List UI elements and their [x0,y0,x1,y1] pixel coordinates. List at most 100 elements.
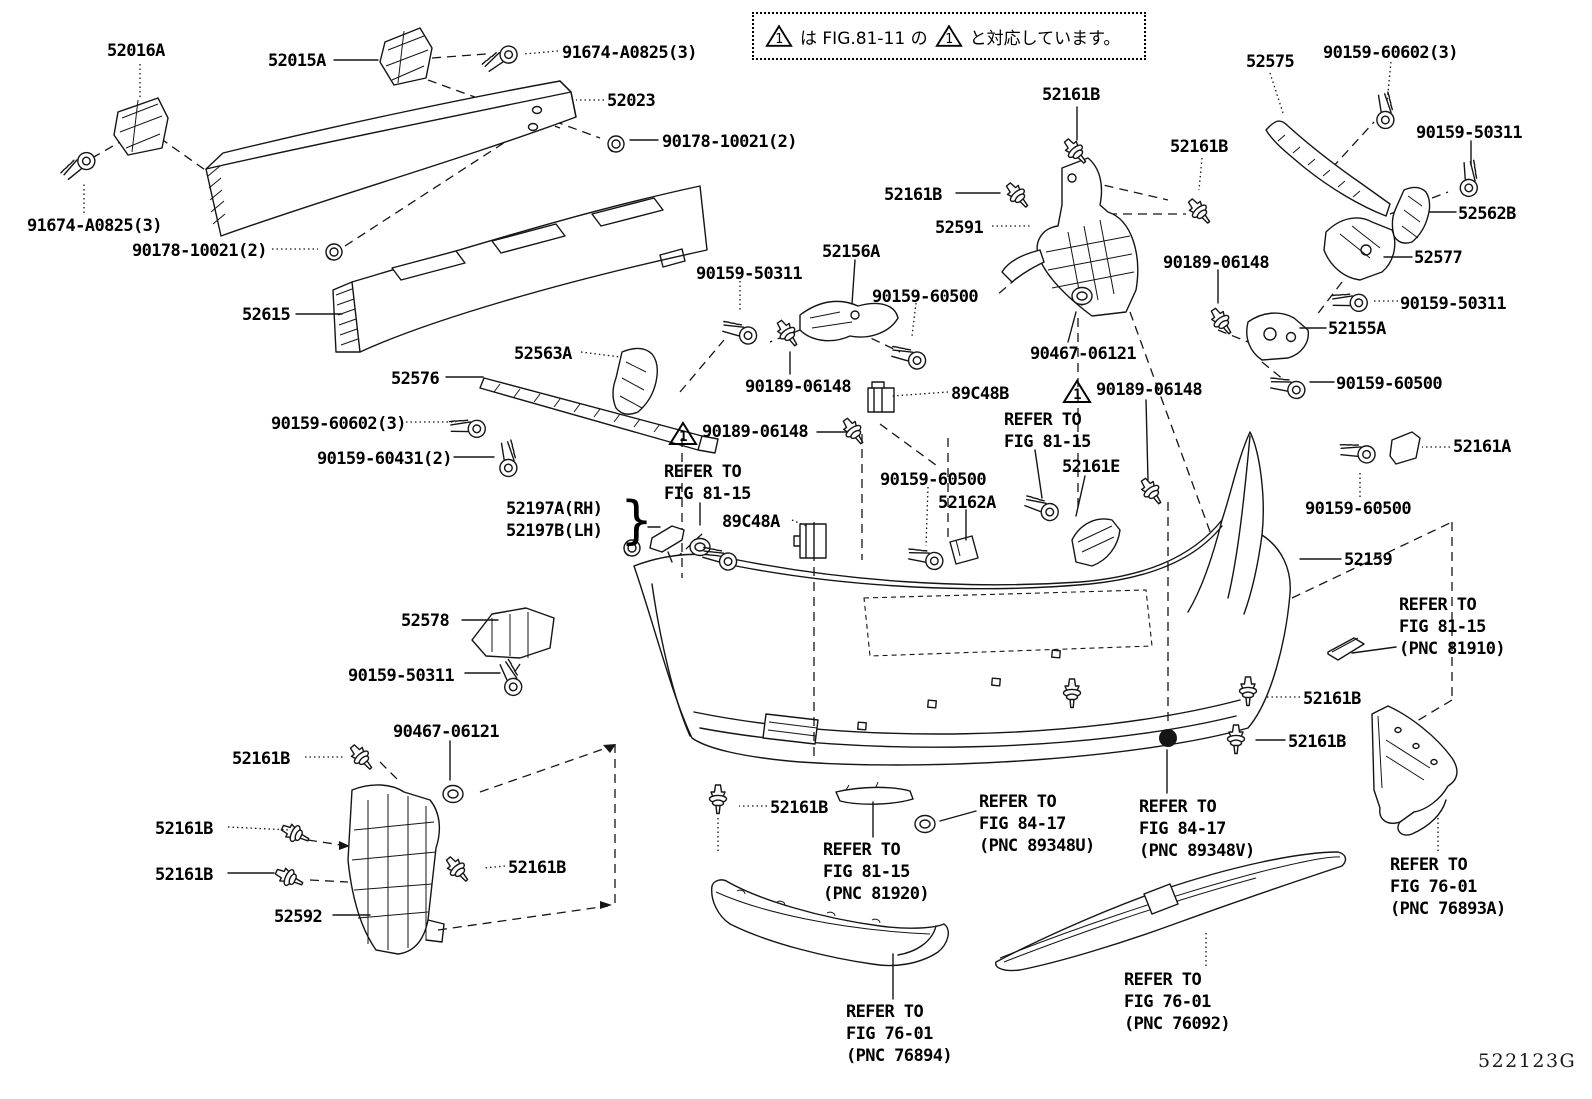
part-label-52161B-g: 52161B [508,858,566,878]
part-label-52156A: 52156A [822,242,880,262]
part-label-90467-06121-bottom: 90467-06121 [393,722,500,742]
part-label-52161A: 52161A [1453,437,1511,457]
lower-garnish-left-pnc76894 [711,879,949,967]
license-garnish-pnc81920 [835,781,914,805]
part-label-89C48A: 89C48A [722,512,780,532]
part-label-90159-60500-a: 90159-60500 [1336,374,1443,394]
clip-icon [441,852,474,887]
part-label-refer-fig8115-2: REFER TO FIG 81-15 [1004,410,1091,452]
screw-icon [904,540,947,574]
part-label-52161B-f: 52161B [155,865,213,885]
part-label-52155A: 52155A [1328,319,1386,339]
construction-dashed-lines [91,53,1453,931]
bracket-52016A [113,97,169,156]
part-label-52162A: 52162A [938,493,996,513]
part-label-91674-A0825-top: 91674-A0825(3) [562,43,697,63]
sensor-highlight [1161,729,1169,733]
part-label-52578: 52578 [401,611,450,631]
screw-icon [1266,369,1309,403]
bracket-52562B [1391,186,1431,244]
part-label-refer-pnc76092: REFER TO FIG 76-01 (PNC 76092) [1124,970,1231,1034]
part-label-90178-10021-right: 90178-10021(2) [662,132,797,152]
part-label-90159-60602-left: 90159-60602(3) [271,414,406,434]
rail-52576 [479,377,719,454]
reflector-pnc81910 [1327,637,1365,661]
part-label-90159-60500-c: 90159-60500 [880,470,987,490]
part-label-52197AB: 52197A(RH) 52197B(LH) [506,499,603,541]
part-label-52023: 52023 [607,91,656,111]
part-label-refer-pnc76894: REFER TO FIG 76-01 (PNC 76894) [846,1002,953,1066]
part-label-52161B-e: 52161B [155,819,213,839]
dotted-leader-lines [83,50,1450,966]
rear-bumper-cover-52159 [633,431,1291,766]
svg-text:1: 1 [945,32,953,47]
construction-dashed-lines [681,318,1169,758]
lower-garnish-right-pnc76092 [995,851,1347,972]
sensor-bracket-52162A [949,535,979,565]
screw-icon [1336,436,1379,467]
screw-icon [718,313,761,349]
screw-icon [887,338,930,374]
clip-icon [1135,474,1168,509]
part-label-52591: 52591 [935,218,984,238]
corner-piece-pnc76893A [1371,705,1458,836]
part-label-52161B-a: 52161B [1042,85,1100,105]
svg-text:1: 1 [679,429,687,445]
part-label-90159-50311-a: 90159-50311 [1416,123,1523,143]
bumper-reinforcement-52023 [205,80,577,237]
clip-icon [272,863,307,893]
clip-icon [1183,194,1216,229]
nut-icon [325,243,343,261]
grommet-icon [689,537,711,557]
part-label-52562B: 52562B [1458,204,1516,224]
part-label-90159-50311-d: 90159-50311 [348,666,455,686]
part-label-90159-60602-right: 90159-60602(3) [1323,43,1458,63]
clip-icon [708,784,728,815]
clip-89C48A [793,523,827,559]
part-label-52575: 52575 [1246,52,1295,72]
part-label-refer-pnc76893A: REFER TO FIG 76-01 (PNC 76893A) [1390,855,1506,919]
part-label-52015A: 52015A [268,51,326,71]
note-text-2: と対応しています。 [969,28,1121,49]
figure-code: 522123G [1478,1050,1577,1072]
warning-triangle-icon: 1 [934,24,963,47]
clip-icon [278,819,313,849]
clip-icon [345,740,378,775]
side-support-52592 [347,784,445,955]
part-label-52161B-b: 52161B [1170,137,1228,157]
bracket-52563A [612,347,659,415]
note-box: 1 は FIG.81-11 の 1 と対応しています。 [752,12,1146,60]
part-label-89C48B: 89C48B [951,384,1009,404]
grommet-icon [442,784,464,804]
part-label-91674-A0825-left: 91674-A0825(3) [27,216,162,236]
screw-icon [478,43,521,74]
screw-icon [56,149,99,182]
part-label-52161B-d: 52161B [232,749,290,769]
part-label-90159-60431: 90159-60431(2) [317,449,452,469]
part-label-52161E: 52161E [1062,457,1120,477]
svg-text:1: 1 [775,32,783,47]
svg-text:1: 1 [1073,387,1081,403]
grommet-icon [1071,286,1093,306]
part-label-90159-60500-b: 90159-60500 [872,287,979,307]
part-label-90159-50311-b: 90159-50311 [1400,294,1507,314]
note-text-1: は FIG.81-11 の [800,28,928,49]
part-label-52577: 52577 [1414,248,1463,268]
screw-icon [1374,90,1397,130]
rail-52575 [1265,120,1391,217]
part-label-52576: 52576 [391,369,440,389]
clip-52197 [649,525,685,563]
part-label-refer-pnc81910: REFER TO FIG 81-15 (PNC 81910) [1399,595,1506,659]
part-label-52159: 52159 [1344,550,1393,570]
part-label-52161B-i: 52161B [1303,689,1361,709]
part-label-52615: 52615 [242,305,291,325]
part-label-90178-10021-left: 90178-10021(2) [132,241,267,261]
clip-icon [1001,178,1034,213]
part-label-52161B-c: 52161B [884,185,942,205]
clip-icon [771,316,804,351]
part-label-refer-pnc81920: REFER TO FIG 81-15 (PNC 81920) [823,840,930,904]
